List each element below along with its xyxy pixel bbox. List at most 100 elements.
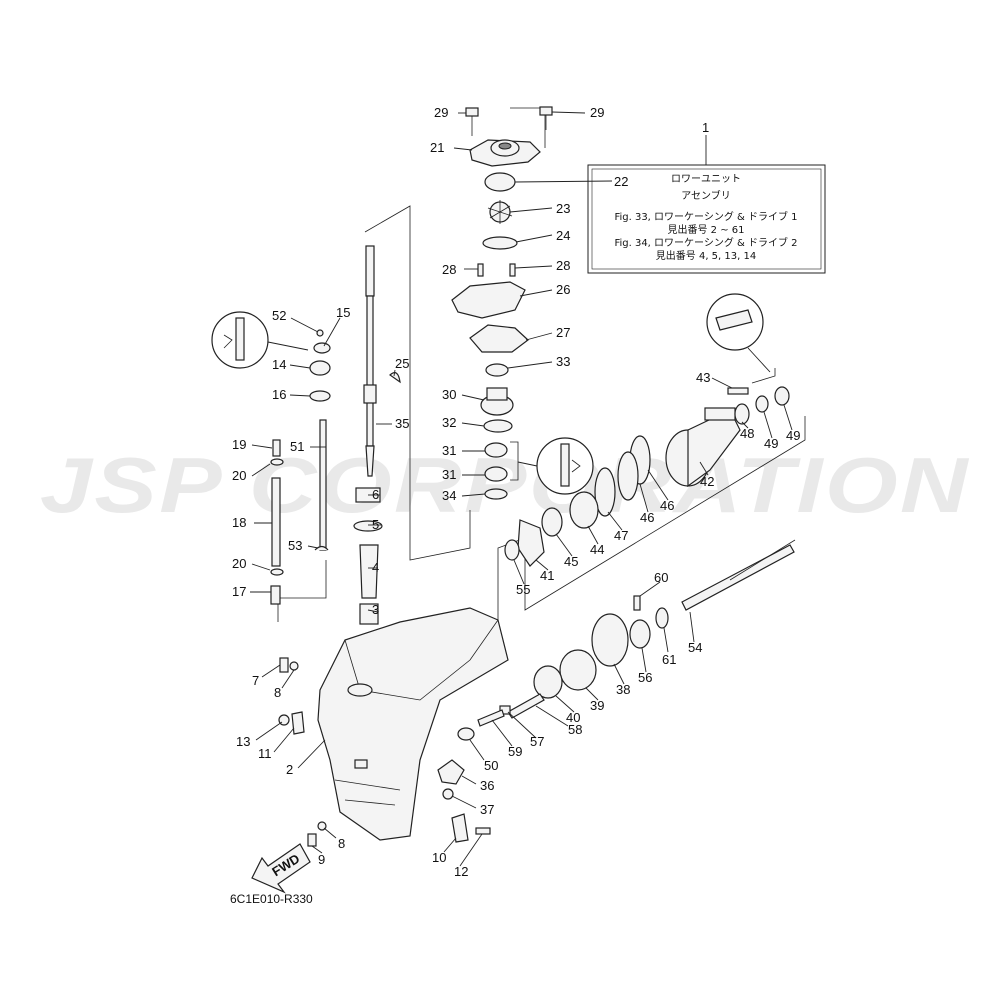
shift-cam-50 <box>457 727 475 741</box>
callout-14: 14 <box>272 357 286 372</box>
outer-plate-26 <box>451 281 526 319</box>
leader-lines <box>250 111 793 867</box>
washer-34 <box>484 488 508 500</box>
circlip-53 <box>314 545 329 551</box>
lower-casing-2 <box>317 607 509 841</box>
callout-39: 39 <box>590 698 604 713</box>
callout-46-lower: 46 <box>640 510 654 525</box>
bearing-39 <box>559 649 597 691</box>
info-box: 1 ロワーユニット アセンブリ Fig. 33, ロワーケーシング & ドライブ… <box>587 120 826 274</box>
gear-38 <box>591 613 629 667</box>
sleeve-4 <box>359 544 379 599</box>
nut-37 <box>442 788 454 800</box>
callout-36: 36 <box>480 778 494 793</box>
shift-rod-51 <box>319 419 327 551</box>
circlip-61 <box>655 607 669 629</box>
clip-20-upper <box>270 458 284 466</box>
o-ring-46-lower <box>617 451 639 501</box>
callout-53: 53 <box>288 538 302 553</box>
pinion-36 <box>437 759 465 785</box>
bolt-7 <box>279 657 289 673</box>
callout-28-right: 28 <box>556 258 570 273</box>
callout-59: 59 <box>508 744 522 759</box>
washer-49-left <box>755 395 769 413</box>
callout-37: 37 <box>480 802 494 817</box>
callout-23: 23 <box>556 201 570 216</box>
info-box-line1: ロワーユニット <box>671 174 741 185</box>
reverse-gear-41 <box>517 519 545 567</box>
callout-24: 24 <box>556 228 570 243</box>
callout-32: 32 <box>442 415 456 430</box>
callout-44: 44 <box>590 542 604 557</box>
callout-26: 26 <box>556 282 570 297</box>
callout-21: 21 <box>430 140 444 155</box>
callout-49-right: 49 <box>786 428 800 443</box>
pump-housing-21 <box>469 139 541 167</box>
callout-6: 6 <box>372 487 379 502</box>
seal-31-lower <box>484 466 508 482</box>
callout-30: 30 <box>442 387 456 402</box>
callout-51: 51 <box>290 439 304 454</box>
info-box-line2: アセンブリ <box>681 189 731 202</box>
spring-58 <box>507 693 545 719</box>
housing-14 <box>309 360 331 376</box>
bolt-29-right <box>539 106 553 130</box>
callout-31-upper: 31 <box>442 443 456 458</box>
callout-29-right: 29 <box>590 105 604 120</box>
callout-9: 9 <box>318 852 325 867</box>
pin-28-right <box>509 263 516 277</box>
callout-60: 60 <box>654 570 668 585</box>
callout-55: 55 <box>516 582 530 597</box>
o-ring-5 <box>353 520 383 532</box>
callout-20-lower: 20 <box>232 556 246 571</box>
shim-45 <box>541 507 563 537</box>
shim-55 <box>504 539 520 561</box>
insert-cartridge-22 <box>484 172 516 192</box>
pipe-18 <box>271 477 281 567</box>
anode-11 <box>291 711 305 735</box>
callout-47: 47 <box>614 528 628 543</box>
washer-49-right <box>774 386 790 406</box>
callout-52: 52 <box>272 308 286 323</box>
callout-8-lower: 8 <box>338 836 345 851</box>
impeller-23 <box>487 200 513 224</box>
callout-25: 25 <box>395 356 409 371</box>
bearing-housing-42 <box>665 407 741 488</box>
grommet-17 <box>270 585 281 605</box>
housing-30 <box>480 387 514 416</box>
callout-2: 2 <box>286 762 293 777</box>
watermark-text: JSP CORPORATION <box>40 441 970 529</box>
propeller-shaft-54 <box>681 539 796 611</box>
callout-19: 19 <box>232 437 246 452</box>
callout-33: 33 <box>556 354 570 369</box>
callout-57: 57 <box>530 734 544 749</box>
callout-35: 35 <box>395 416 409 431</box>
callout-8-upper: 8 <box>274 685 281 700</box>
info-box-line6: 見出番号 4, 5, 13, 14 <box>656 249 756 262</box>
circlip-52 <box>316 329 324 337</box>
o-ring-47 <box>594 467 616 517</box>
pin-28-left <box>477 263 484 277</box>
callout-16: 16 <box>272 387 286 402</box>
seal-31-upper <box>484 442 508 458</box>
fwd-arrow: FWD <box>251 843 311 894</box>
callout-34: 34 <box>442 488 456 503</box>
bolt-12 <box>475 827 491 835</box>
callout-45: 45 <box>564 554 578 569</box>
detail-inset-right <box>706 293 771 373</box>
bolt-43 <box>727 387 749 395</box>
callout-22: 22 <box>614 174 628 189</box>
gasket-27 <box>469 324 529 353</box>
bolt-29-left <box>465 107 479 136</box>
callout-10: 10 <box>432 850 446 865</box>
detail-inset-left <box>211 311 309 369</box>
group-boundaries <box>277 107 806 622</box>
callouts: 29 29 21 22 23 24 28 28 26 27 33 30 32 3… <box>232 105 800 879</box>
pin-60 <box>633 595 641 611</box>
seal-33 <box>485 363 509 377</box>
trim-tab-10 <box>451 813 469 843</box>
callout-15: 15 <box>336 305 350 320</box>
callout-40: 40 <box>566 710 580 725</box>
callout-29-left: 29 <box>434 105 448 120</box>
callout-27: 27 <box>556 325 570 340</box>
